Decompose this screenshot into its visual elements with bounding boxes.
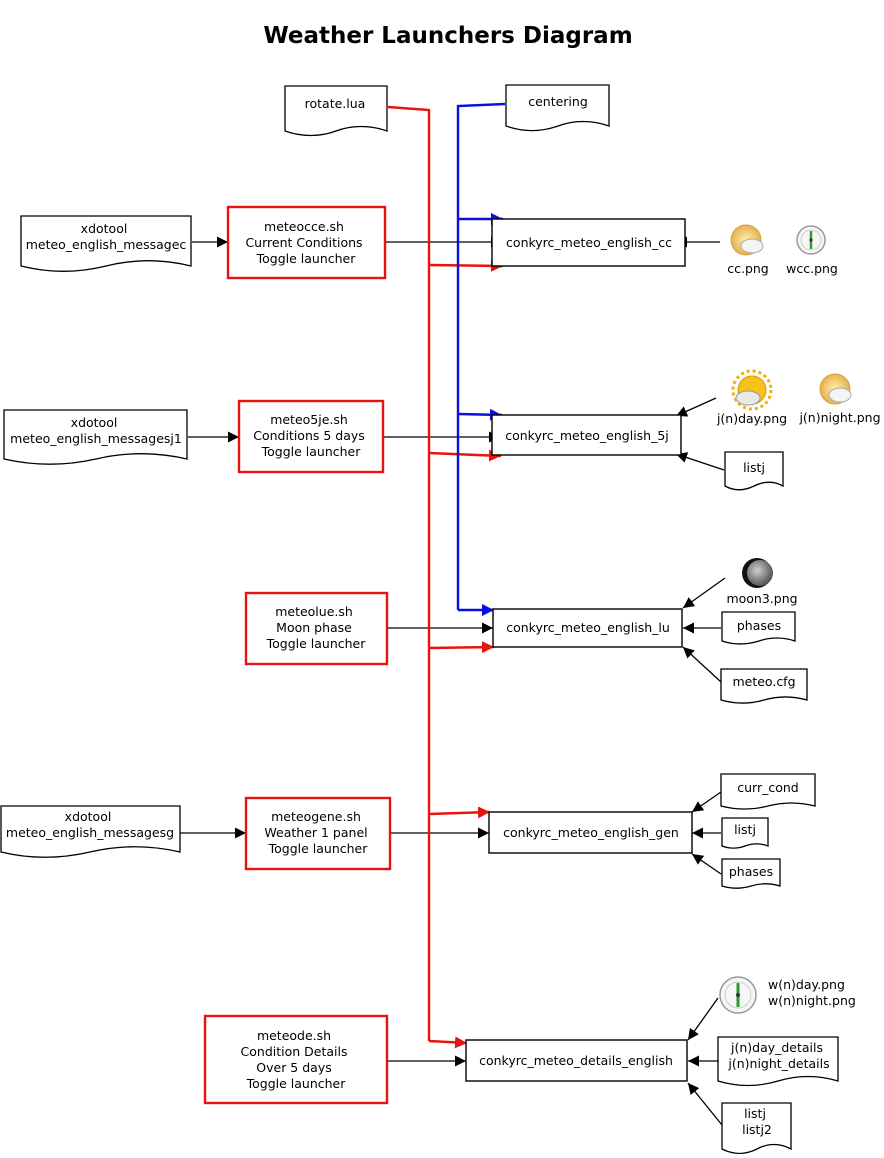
rotate-wire-branch-cc <box>428 259 504 272</box>
moon-png-icon <box>742 558 773 588</box>
edge-moon-to-conky-lu <box>682 577 726 609</box>
conky-lu-label: conkyrc_meteo_english_lu <box>506 620 670 635</box>
phases-gen-node <box>721 858 781 889</box>
rotate-lua-label: rotate.lua <box>305 96 366 111</box>
launcher-gen-label: meteogene.sh Weather 1 panel Toggle laun… <box>264 809 371 856</box>
rotate-wire-branch-gen <box>428 806 491 819</box>
cc-png-icon <box>730 224 764 256</box>
launcher-lu-node <box>244 591 389 666</box>
phases-lu-node <box>721 611 796 645</box>
xdotool-5j-label: xdotool meteo_english_messagesj1 <box>10 415 182 446</box>
meteo-cfg-node <box>720 668 808 704</box>
rotate-wire-branch-5j <box>428 449 502 462</box>
phases-lu-label: phases <box>737 618 781 633</box>
xdotool-gen-label: xdotool meteo_english_messagesg <box>6 809 174 840</box>
jday-details-node <box>717 1036 839 1087</box>
rotate-wire-trunk <box>387 105 431 1041</box>
xdotool-gen-node <box>0 805 181 858</box>
listj-gen-node <box>721 817 769 849</box>
conky-cc-node <box>491 218 686 267</box>
conky-gen-label: conkyrc_meteo_english_gen <box>503 825 679 840</box>
listj-5j-node <box>724 451 784 491</box>
wcc-png-icon <box>796 225 826 255</box>
moon-png-label: moon3.png <box>726 591 797 606</box>
jnight-png-icon <box>819 373 852 405</box>
launcher-det-node <box>203 1014 389 1105</box>
wday-png-label: w(n)day.png w(n)night.png <box>768 977 856 1008</box>
conky-lu-node <box>492 608 683 648</box>
conky-5j-node <box>491 414 682 456</box>
data-flow-edges <box>180 236 726 1126</box>
edge-phases-to-conky-gen <box>691 853 722 875</box>
launcher-lu-label: meteolue.sh Moon phase Toggle launcher <box>266 604 367 651</box>
conky-cc-label: conkyrc_meteo_english_cc <box>506 235 672 250</box>
curr-cond-node <box>720 773 816 810</box>
edge-wday-to-conky-det <box>687 997 719 1041</box>
jday-png-icon <box>731 369 773 411</box>
jday-png-label: j(n)day.png <box>716 411 787 426</box>
rotate-wire-branch-det <box>428 1036 468 1049</box>
centering-wire-trunk <box>456 102 506 610</box>
rotate-lua-node <box>284 85 388 137</box>
centering-node <box>505 84 610 132</box>
launcher-gen-node <box>244 796 392 871</box>
curr-cond-label: curr_cond <box>737 780 798 795</box>
conky-gen-node <box>488 811 693 854</box>
phases-gen-label: phases <box>729 864 773 879</box>
conky-det-label: conkyrc_meteo_details_english <box>479 1053 673 1068</box>
wday-png-icon <box>719 976 757 1014</box>
launcher-cc-node <box>226 205 387 280</box>
edge-jday-to-conky-5j <box>675 397 717 417</box>
xdotool-5j-node <box>3 409 188 465</box>
jday-details-label: j(n)day_details j(n)night_details <box>727 1040 829 1071</box>
centering-wire <box>456 102 506 616</box>
cc-png-label: cc.png <box>727 261 769 276</box>
edge-cfg-to-conky-lu <box>682 646 722 683</box>
edge-listj-to-conky-5j <box>675 452 725 471</box>
listj-det-label: listj listj2 <box>742 1106 772 1137</box>
launcher-det-label: meteode.sh Condition Details Over 5 days… <box>241 1028 352 1091</box>
launcher-5j-node <box>237 399 385 474</box>
diagram-title: Weather Launchers Diagram <box>263 23 632 49</box>
meteo-cfg-label: meteo.cfg <box>732 674 795 689</box>
launcher-cc-label: meteocce.sh Current Conditions Toggle la… <box>245 219 366 266</box>
xdotool-cc-node <box>20 215 192 272</box>
edge-listj-to-conky-det <box>687 1082 723 1126</box>
conky-det-node <box>465 1039 688 1082</box>
launcher-5j-label: meteo5je.sh Conditions 5 days Toggle lau… <box>253 412 369 459</box>
rotate-wire <box>387 105 504 1049</box>
listj-gen-label: listj <box>734 822 756 837</box>
centering-label: centering <box>528 94 588 109</box>
wcc-png-label: wcc.png <box>786 261 838 276</box>
listj-5j-label: listj <box>743 460 765 475</box>
listj-det-node <box>721 1102 792 1155</box>
rotate-wire-branch-lu <box>428 641 495 654</box>
jnight-png-label: j(n)night.png <box>798 410 880 425</box>
conky-5j-label: conkyrc_meteo_english_5j <box>505 428 669 443</box>
xdotool-cc-label: xdotool meteo_english_messagec <box>26 221 187 252</box>
edge-currcond-to-conky-gen <box>691 791 722 813</box>
